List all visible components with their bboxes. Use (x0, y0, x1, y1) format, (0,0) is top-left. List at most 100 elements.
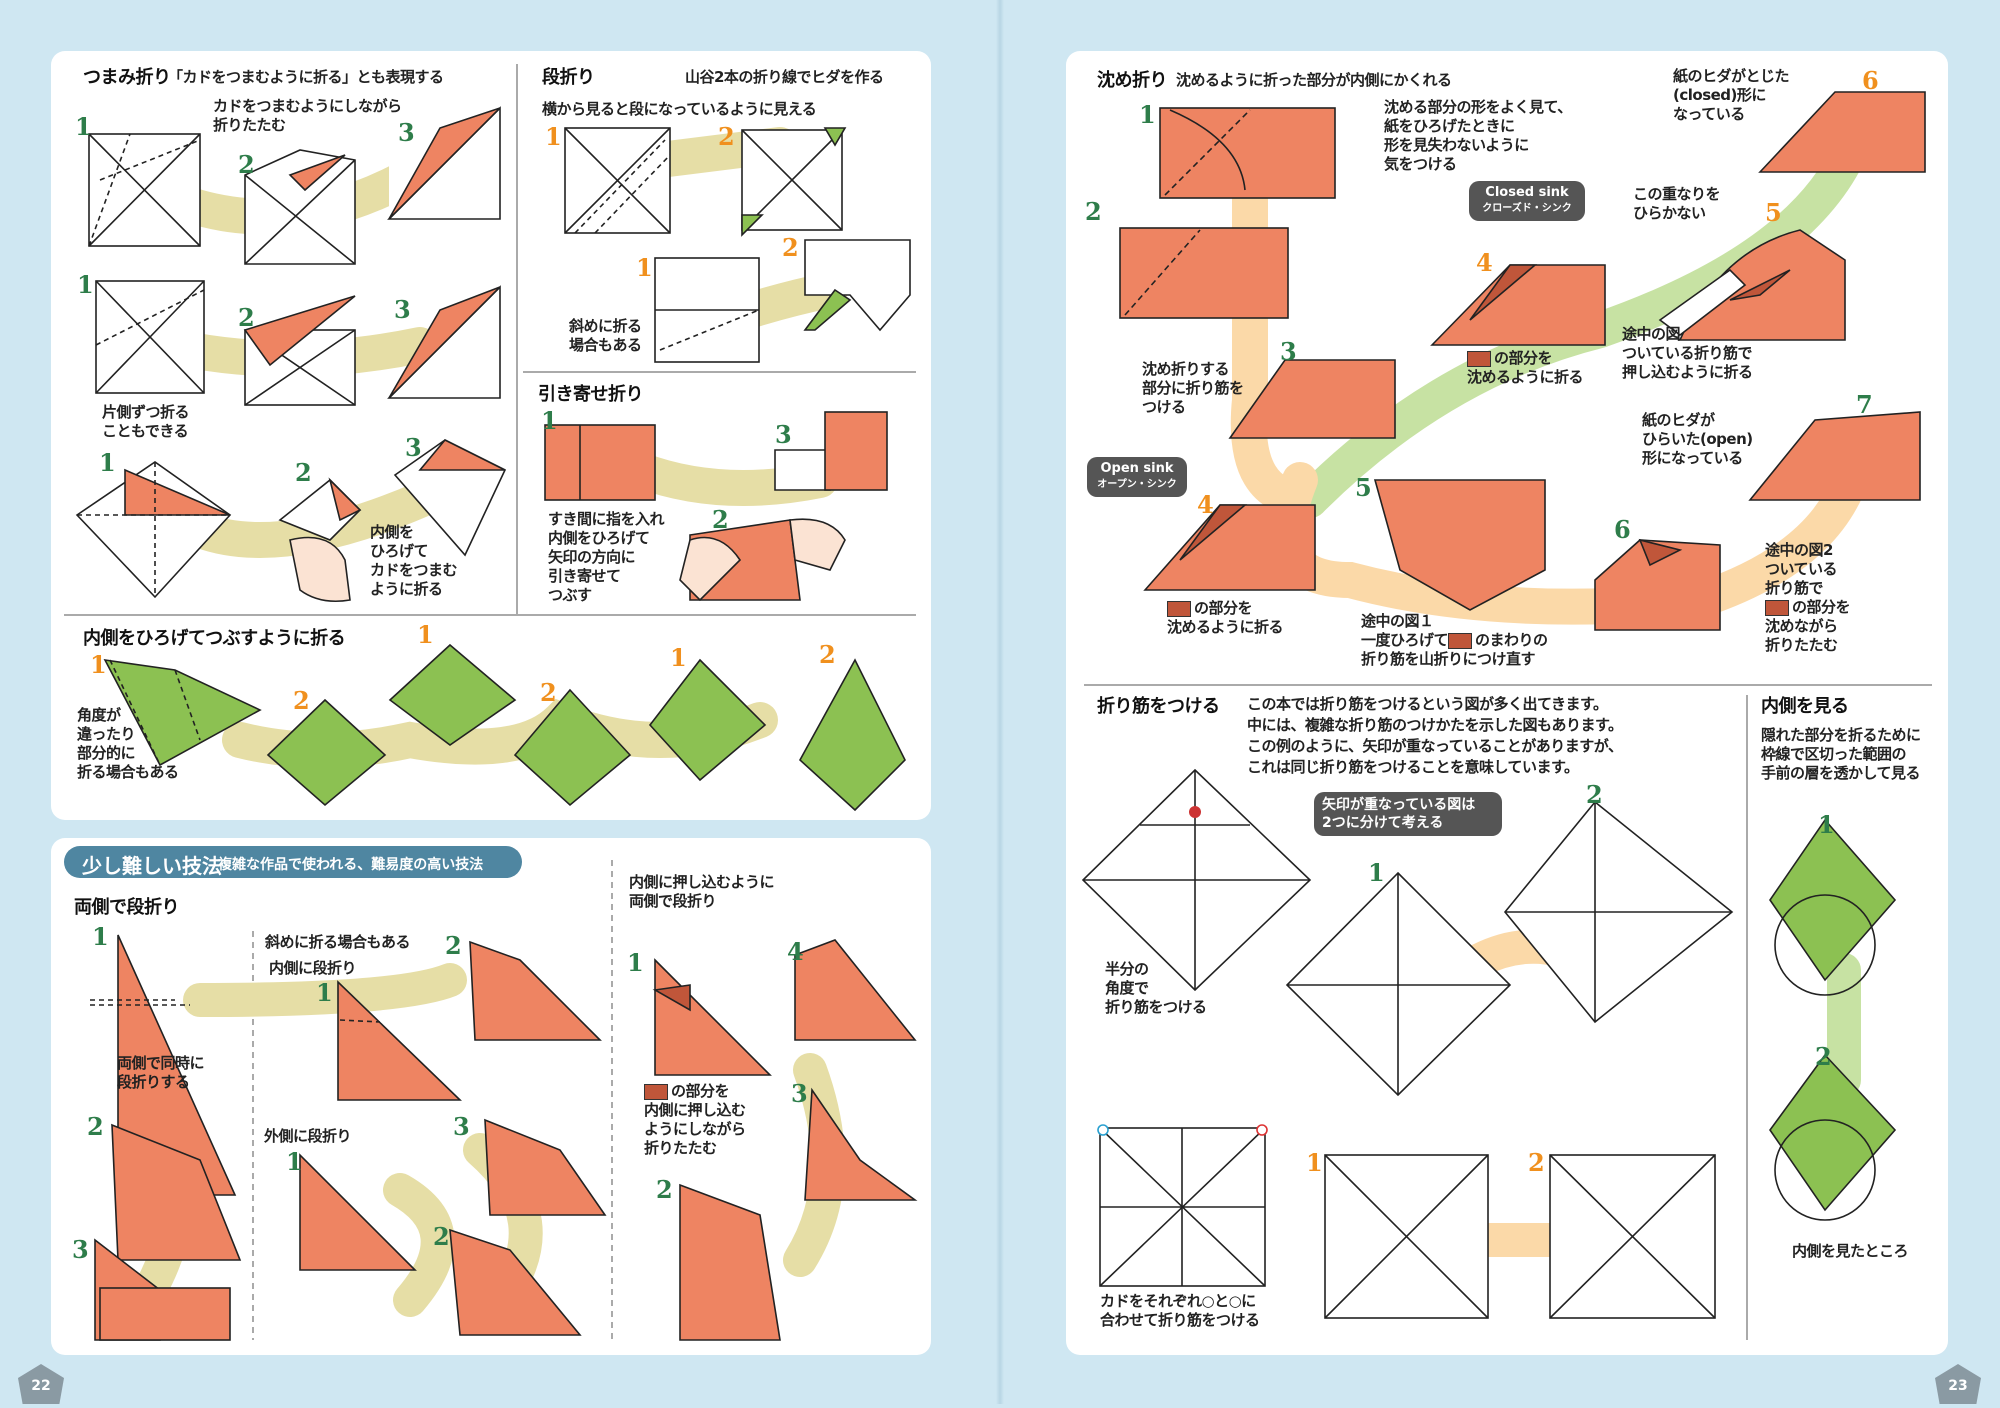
shizume-note-open: 紙のヒダが ひらいた(open) 形になっている (1642, 411, 1753, 467)
hikiyose-step3-diagram (774, 411, 888, 491)
orisuji-badge: 矢印が重なっている図は 2つに分けて考える (1314, 792, 1502, 836)
step-number: 2 (782, 233, 799, 262)
oshikomu-note: の部分を 内側に押し込む ようにしながら 折りたたむ (644, 1082, 746, 1157)
step-number: 1 (541, 406, 558, 435)
tsumami-title: つまみ折り (83, 67, 171, 88)
step-number: 1 (1306, 1148, 1323, 1177)
sotogawa-step2-diagram (449, 1228, 582, 1336)
tsumami-row3-step1-diagram (75, 461, 232, 599)
hirogete-c-step1-diagram (648, 658, 767, 782)
step-number: 2 (445, 931, 462, 960)
oshikomu-step4-diagram (794, 939, 917, 1041)
orisuji-note-corner: カドをそれぞれ○と○に 合わせて折り筋をつける (1100, 1292, 1260, 1329)
uchigawa-miru-step2-diagram (1769, 1053, 1897, 1221)
crease-pattern-square-2 (1549, 1154, 1716, 1319)
step-number: 3 (775, 420, 792, 449)
hirogete-b-step1-diagram (388, 643, 517, 746)
step-number: 1 (1818, 810, 1835, 839)
step-number: 2 (819, 640, 836, 669)
crease-pattern-diamond-2 (1503, 800, 1734, 1024)
step-number: 2 (295, 458, 312, 487)
step-number: 3 (453, 1112, 470, 1141)
oshikomu-step2-diagram (679, 1183, 781, 1341)
step-number: 1 (627, 948, 644, 977)
orisuji-note-half: 半分の 角度で 折り筋をつける (1105, 960, 1207, 1016)
step-number: 3 (791, 1079, 808, 1108)
oshikomu-step1-diagram (652, 958, 772, 1076)
shizume-note-mid1: 途中の図１ 一度ひろげてのまわりの 折り筋を山折りにつけ直す (1361, 612, 1548, 668)
step-number: 1 (636, 253, 653, 282)
sotogawa-step3-diagram (484, 1118, 607, 1216)
step-number: 2 (1586, 780, 1603, 809)
hirogete-b-step2-diagram (513, 688, 632, 807)
hikiyose-hands (679, 518, 846, 602)
shizume-step2-diagram (1119, 227, 1289, 319)
naname-note: 斜めに折る場合もある (265, 933, 411, 951)
hand-illustration (289, 536, 351, 603)
crease-pattern-diamond-1 (1285, 871, 1512, 1097)
step-number: 2 (433, 1222, 450, 1251)
shizume-open-step4-diagram (1143, 504, 1316, 591)
hikiyose-title: 引き寄せ折り (538, 384, 644, 405)
shizume-note-sink: の部分を 沈めるように折る (1467, 349, 1584, 386)
shizume-open-step5-diagram (1373, 479, 1546, 611)
ryogawa-title: 両側で段折り (74, 897, 180, 918)
step-number: 3 (1280, 337, 1297, 366)
step-number: 3 (398, 118, 415, 147)
shizume-step6-diagram (1758, 91, 1926, 173)
page-fold (996, 0, 1004, 1404)
shizume-step5-diagram (1658, 229, 1846, 341)
uchigawa-miru-title: 内側を見る (1761, 696, 1849, 717)
step-number: 2 (1815, 1042, 1832, 1071)
ryogawa-step2-diagram (111, 1123, 242, 1261)
step-number: 1 (545, 122, 562, 151)
hirogete-step1-diagram (103, 658, 262, 767)
step-number: 2 (718, 122, 735, 151)
hirogete-title: 内側をひろげてつぶすように折る (83, 628, 346, 649)
step-number: 2 (1085, 197, 1102, 226)
dark-area-swatch (1448, 632, 1473, 649)
danori-subtitle: 山谷2本の折り線でヒダを作る (685, 68, 884, 86)
tsumami-row2-step1-diagram (95, 280, 205, 394)
step-number: 1 (77, 270, 94, 299)
uchigawa-step2-diagram (469, 940, 602, 1041)
step-number: 2 (540, 678, 557, 707)
hirogete-c-step2-diagram (798, 658, 906, 812)
tsumami-row3-step3-diagram (393, 439, 507, 557)
shizume-note-look: 沈める部分の形をよく見て、 紙をひろげたときに 形を見失わないように 気をつける (1384, 98, 1572, 173)
uchigawa-miru-step1-diagram (1769, 818, 1897, 996)
tsumami-note-inside: 内側を ひろげて カドをつまむ ように折る (370, 523, 458, 598)
step-number: 1 (99, 448, 116, 477)
step-number: 7 (1856, 390, 1873, 419)
step-number: 5 (1355, 473, 1372, 502)
crease-pattern-square-1 (1324, 1154, 1489, 1319)
step-number: 2 (238, 303, 255, 332)
banner-subtitle: 複雑な作品で使われる、難易度の高い技法 (218, 857, 484, 873)
danori-step2-diagram (741, 127, 847, 237)
step-number: 4 (787, 937, 804, 966)
hikiyose-step1-diagram (544, 424, 656, 501)
step-number: 2 (656, 1175, 673, 1204)
step-number: 1 (417, 620, 434, 649)
step-number: 1 (286, 1147, 303, 1176)
uchigawa-miru-note: 隠れた部分を折るために 枠線で区切った範囲の 手前の層を透かして見る (1761, 726, 1921, 782)
shizume-step1-diagram (1159, 107, 1336, 199)
shizume-subtitle: 沈めるように折った部分が内側にかくれる (1176, 71, 1452, 89)
tsumami-note-side: 片側ずつ折る こともできる (102, 403, 190, 440)
hirogete-step2-diagram (266, 698, 387, 807)
shizume-note-closed: 紙のヒダがとじた (closed)形に なっている (1673, 67, 1790, 123)
oshikomu-step3-diagram (804, 1087, 918, 1201)
dark-area-swatch (1467, 350, 1491, 367)
shizume-open-step6-diagram (1594, 538, 1721, 631)
tsumami-row2-step3-diagram (387, 285, 501, 399)
step-number: 6 (1614, 515, 1631, 544)
step-number: 3 (72, 1235, 89, 1264)
danori-note-diagonal: 斜めに折る 場合もある (569, 317, 642, 354)
step-number: 6 (1862, 66, 1879, 95)
sotogawa-step1-diagram (299, 1153, 417, 1271)
step-number: 3 (405, 433, 422, 462)
tsumami-row2-step2-diagram (243, 295, 356, 406)
step-number: 1 (670, 643, 687, 672)
uchigawa-step1-diagram (337, 980, 462, 1101)
